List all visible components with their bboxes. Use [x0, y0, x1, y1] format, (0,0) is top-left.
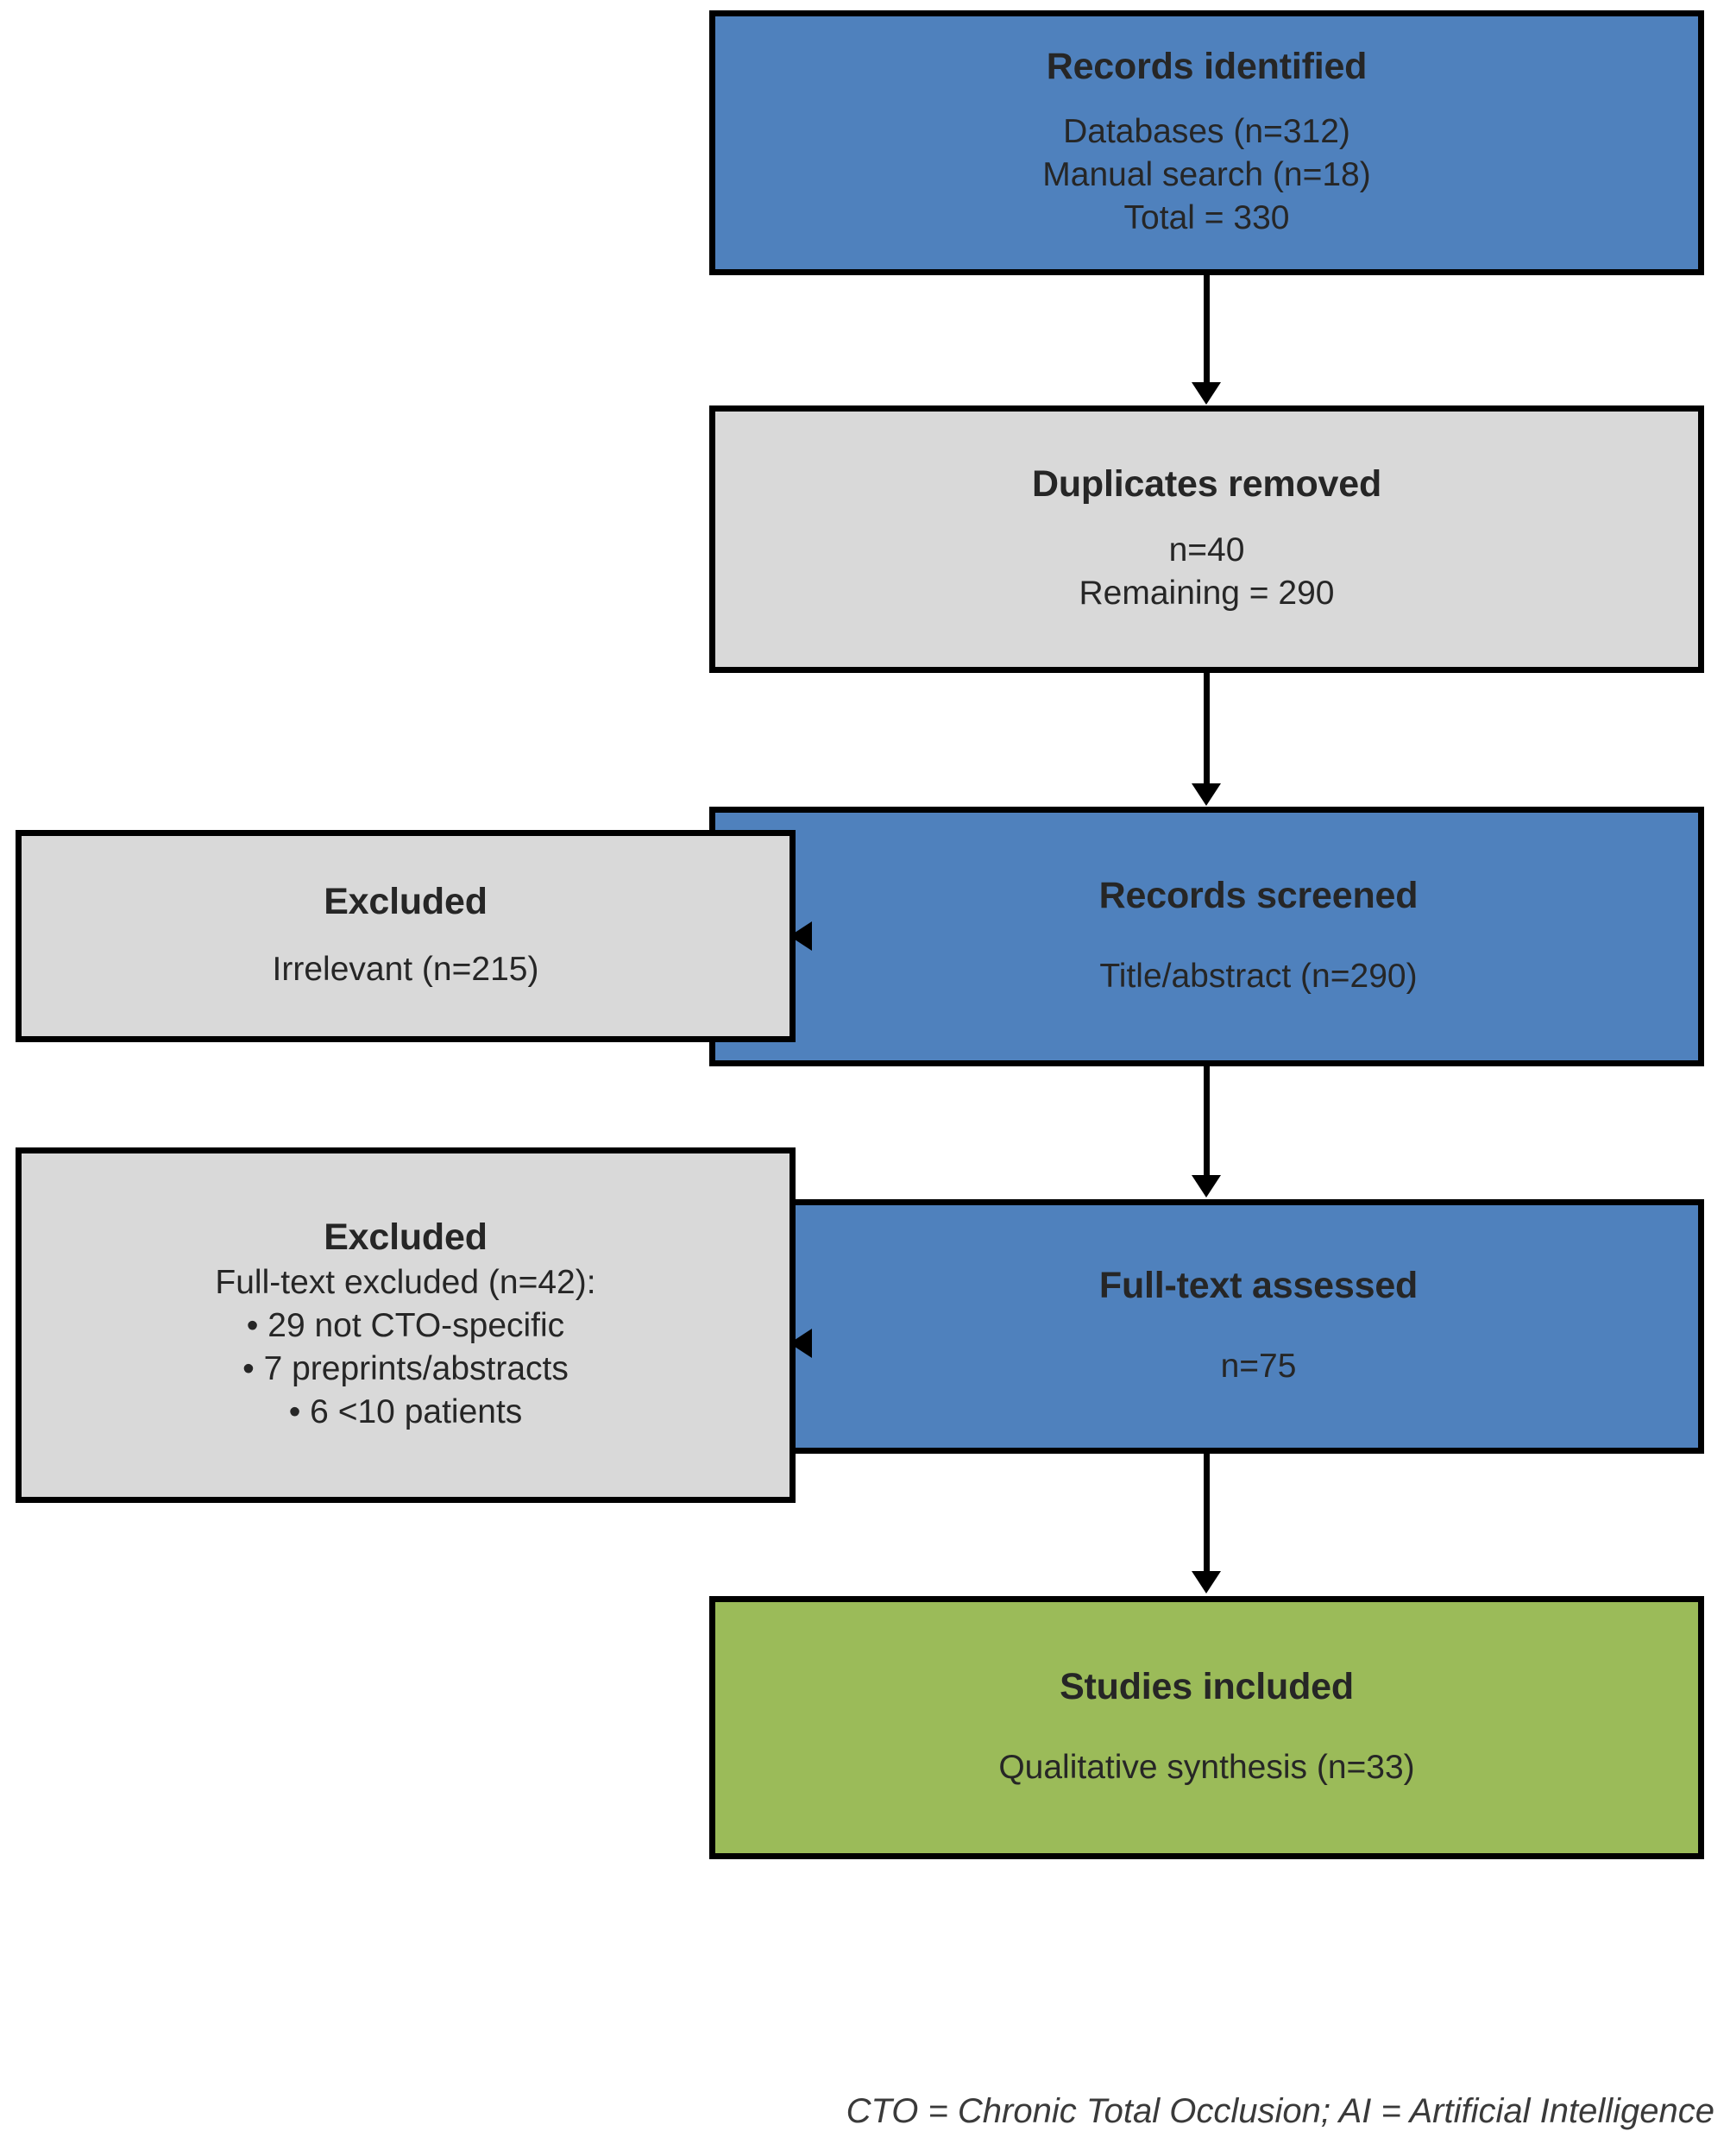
connector-line-1	[1204, 275, 1210, 384]
node-line: Databases (n=312)	[1063, 113, 1350, 151]
node-duplicates-removed: Duplicates removed n=40 Remaining = 290	[709, 405, 1704, 673]
node-body: Qualitative synthesis (n=33)	[998, 1746, 1414, 1789]
node-body: Databases (n=312) Manual search (n=18) T…	[1042, 110, 1370, 240]
node-excluded-fulltext: Excluded Full-text excluded (n=42): • 29…	[16, 1147, 796, 1503]
node-title: Studies included	[1060, 1665, 1354, 1707]
node-line: • 7 preprints/abstracts	[242, 1349, 569, 1387]
connector-arrowhead-1	[1192, 382, 1221, 405]
node-line: Full-text excluded (n=42):	[215, 1263, 596, 1301]
node-title: Full-text assessed	[1098, 1264, 1419, 1306]
connector-arrowhead-4	[1192, 1571, 1221, 1593]
exclusion-arrowhead-screening	[790, 921, 812, 951]
node-line: Remaining = 290	[1079, 574, 1335, 612]
node-body: Irrelevant (n=215)	[273, 948, 539, 991]
node-body: Full-text excluded (n=42): • 29 not CTO-…	[215, 1261, 595, 1434]
exclusion-arrowhead-fulltext	[790, 1329, 812, 1358]
node-studies-included: Studies included Qualitative synthesis (…	[709, 1596, 1704, 1859]
connector-arrowhead-2	[1192, 783, 1221, 806]
node-line: n=75	[1220, 1348, 1297, 1386]
node-line: Title/abstract (n=290)	[1099, 958, 1418, 996]
node-title: Records identified	[1046, 45, 1368, 87]
node-line: n=40	[1168, 531, 1245, 569]
node-title: Duplicates removed	[1031, 463, 1382, 506]
connector-arrowhead-3	[1192, 1175, 1221, 1197]
node-line: Manual search (n=18)	[1042, 156, 1371, 194]
node-body: n=40 Remaining = 290	[1079, 529, 1335, 615]
node-line: Total = 330	[1123, 199, 1290, 237]
connector-line-4	[1204, 1454, 1210, 1573]
connector-line-2	[1204, 673, 1210, 785]
node-fulltext-assessed: Full-text assessed n=75	[709, 1199, 1704, 1454]
node-body: Title/abstract (n=290)	[1099, 955, 1417, 998]
node-records-screened: Records screened Title/abstract (n=290)	[709, 807, 1704, 1066]
node-title: Excluded	[324, 881, 488, 923]
node-title: Excluded	[324, 1216, 488, 1259]
node-title: Records screened	[1098, 874, 1419, 916]
node-line: Irrelevant (n=215)	[272, 950, 539, 988]
node-line: • 29 not CTO-specific	[246, 1306, 565, 1344]
connector-line-3	[1204, 1066, 1210, 1177]
node-line: • 6 <10 patients	[288, 1392, 523, 1430]
node-body: n=75	[1221, 1345, 1297, 1388]
node-line: Qualitative synthesis (n=33)	[998, 1749, 1415, 1787]
diagram-footnote: CTO = Chronic Total Occlusion; AI = Arti…	[846, 2092, 1714, 2130]
node-excluded-screening: Excluded Irrelevant (n=215)	[16, 830, 796, 1042]
node-records-identified: Records identified Databases (n=312) Man…	[709, 10, 1704, 275]
